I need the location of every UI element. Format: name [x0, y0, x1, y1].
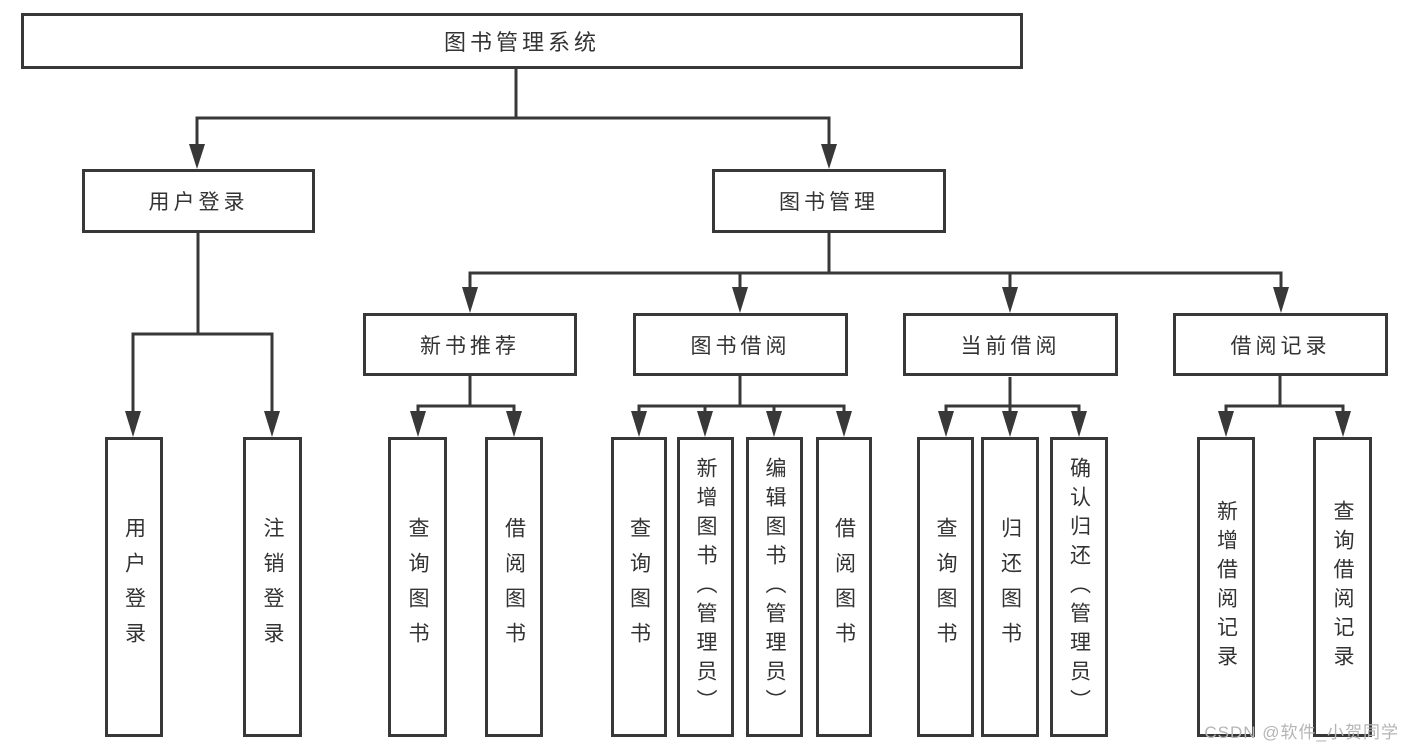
node-add-books-admin: 新增图书（管理员） [677, 437, 734, 737]
node-label: 借阅图书 [502, 517, 526, 657]
node-borrow-books-borrowing: 借阅图书 [816, 437, 872, 737]
node-label: 用户登录 [122, 517, 146, 657]
node-add-borrow-record: 新增借阅记录 [1197, 437, 1255, 737]
node-return-books: 归还图书 [981, 437, 1039, 737]
node-library-management-system: 图书管理系统 [21, 13, 1023, 69]
node-edit-books-admin: 编辑图书（管理员） [746, 437, 803, 737]
node-user-login-action: 用户登录 [105, 437, 163, 737]
node-book-management: 图书管理 [712, 169, 946, 233]
node-user-login: 用户登录 [82, 169, 315, 233]
node-query-books-borrowing: 查询图书 [611, 437, 667, 737]
node-label: 查询图书 [406, 517, 430, 657]
watermark: CSDN @软件_小贺同学 [1204, 723, 1399, 742]
node-label: 查询借阅记录 [1331, 500, 1355, 674]
node-new-book-recommend: 新书推荐 [363, 313, 577, 376]
node-book-borrowing: 图书借阅 [633, 313, 848, 376]
node-label: 编辑图书（管理员） [763, 456, 787, 718]
node-borrowing-records: 借阅记录 [1173, 313, 1388, 376]
node-label: 新增借阅记录 [1214, 500, 1238, 674]
node-label: 注销登录 [261, 517, 285, 657]
node-query-books-current: 查询图书 [917, 437, 974, 737]
node-label: 确认归还（管理员） [1067, 456, 1091, 718]
node-label: 借阅图书 [832, 517, 856, 657]
node-confirm-return-admin: 确认归还（管理员） [1050, 437, 1108, 737]
node-query-books-recommend: 查询图书 [388, 437, 447, 737]
node-borrow-books-recommend: 借阅图书 [485, 437, 543, 737]
node-label: 查询图书 [934, 517, 958, 657]
node-logout: 注销登录 [243, 437, 302, 737]
node-label: 查询图书 [627, 517, 651, 657]
node-label: 新增图书（管理员） [694, 456, 718, 718]
node-label: 归还图书 [998, 517, 1022, 657]
node-current-borrowing: 当前借阅 [903, 313, 1118, 376]
node-query-borrow-record: 查询借阅记录 [1313, 437, 1372, 737]
